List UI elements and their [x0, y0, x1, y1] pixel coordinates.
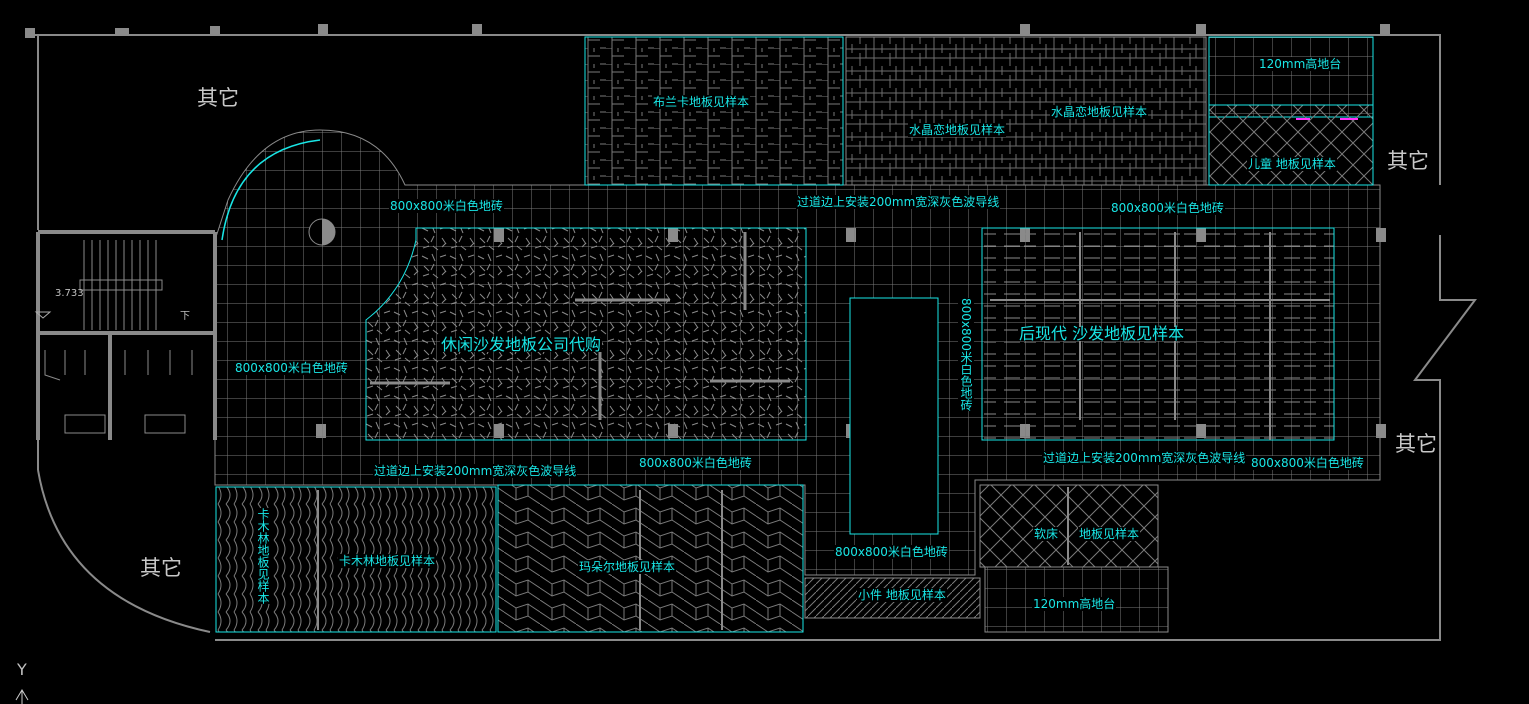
stair-down-mark: 下	[180, 311, 190, 322]
label-kamulin-vertical: 卡木林地板见样本	[255, 508, 271, 604]
label-tile-vertical: 800x800米白色地砖	[958, 298, 974, 411]
label-blanca-floor: 布兰卡地板见样本	[652, 95, 751, 109]
elevation-mark: 3.733	[55, 288, 84, 299]
label-guide-line-3: 过道边上安装200mm宽深灰色波导线	[1042, 451, 1247, 465]
label-tile-3: 800x800米白色地砖	[234, 361, 349, 375]
label-tile-2: 800x800米白色地砖	[1110, 201, 1225, 215]
label-tile-1: 800x800米白色地砖	[389, 199, 504, 213]
label-tile-5: 800x800米白色地砖	[1250, 456, 1365, 470]
label-guide-line-1: 过道边上安装200mm宽深灰色波导线	[796, 195, 1001, 209]
axis-y-label: Y	[17, 660, 27, 679]
label-soft-bed-floor: 地板见样本	[1078, 527, 1141, 541]
zone-other-2: 其它	[1387, 149, 1429, 173]
zone-other-3: 其它	[1395, 432, 1437, 456]
label-madoer-floor: 玛朵尔地板见样本	[578, 560, 677, 574]
label-small-items-floor: 小件 地板见样本	[857, 588, 947, 602]
label-platform-top: 120mm高地台	[1258, 57, 1343, 71]
label-guide-line-2: 过道边上安装200mm宽深灰色波导线	[373, 464, 578, 478]
label-kids-floor: 儿童 地板见样本	[1247, 157, 1337, 171]
label-leisure-sofa: 休闲沙发地板公司代购	[440, 335, 603, 354]
label-postmodern-sofa: 后现代 沙发地板见样本	[1018, 324, 1186, 343]
zone-other-4: 其它	[140, 556, 182, 580]
label-tile-4: 800x800米白色地砖	[638, 456, 753, 470]
label-soft-bed: 软床	[1033, 527, 1060, 541]
label-platform-bottom: 120mm高地台	[1032, 597, 1117, 611]
label-crystal-floor-2: 水晶恋地板见样本	[1050, 105, 1149, 119]
label-crystal-floor-1: 水晶恋地板见样本	[908, 123, 1007, 137]
zone-other-1: 其它	[197, 86, 239, 110]
label-kamulin-floor: 卡木林地板见样本	[338, 554, 437, 568]
label-tile-6: 800x800米白色地砖	[834, 545, 949, 559]
